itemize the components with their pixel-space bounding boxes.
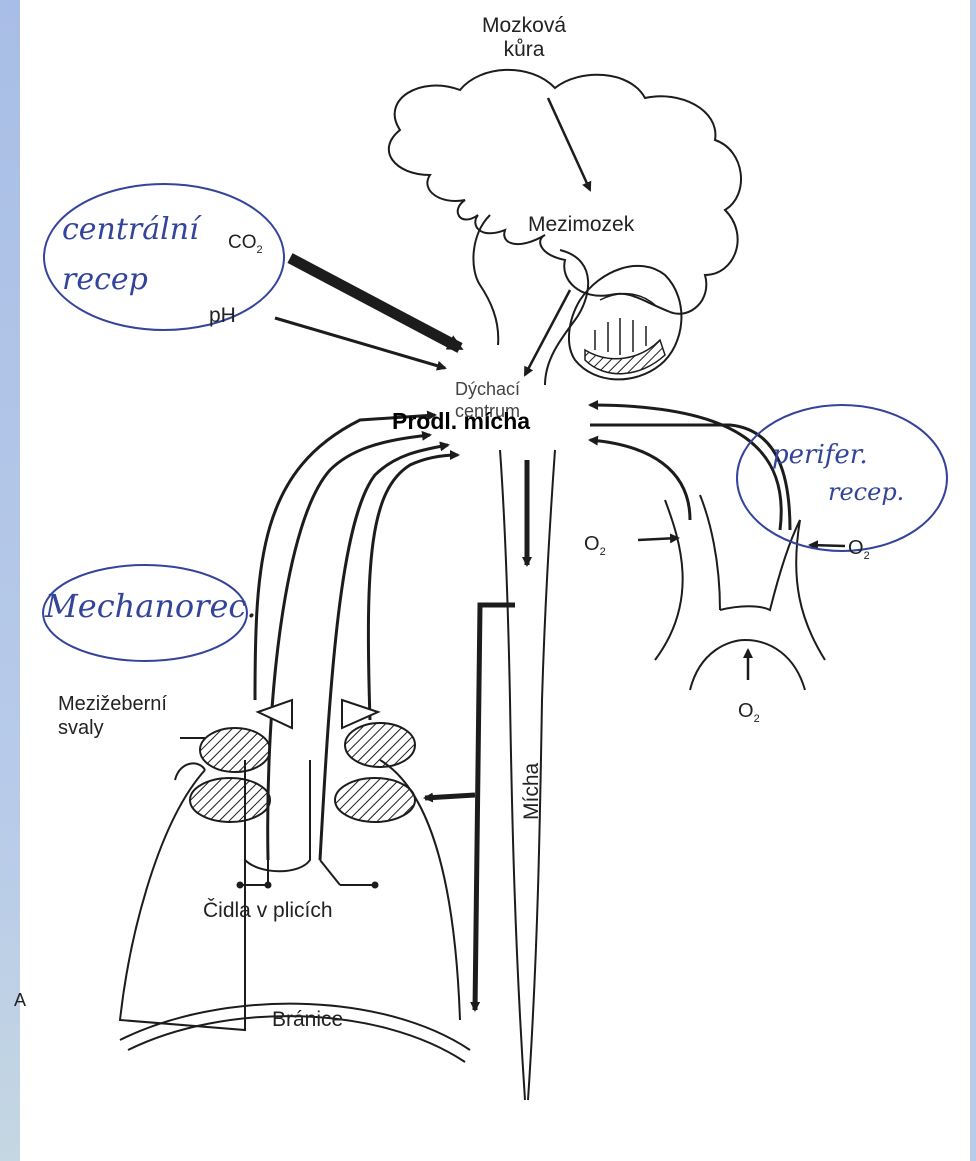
intercostal-muscle-right [345, 723, 415, 767]
intercostal-label-line2: svaly [58, 716, 167, 740]
figure-letter: A [14, 990, 26, 1011]
mechanoreceptor-annotation-text: Mechanorec [45, 587, 246, 625]
co2-label: CO2 [228, 232, 263, 256]
o2-right-text: O [848, 537, 864, 559]
o2-right-subscript: 2 [864, 550, 870, 562]
o2-right-label: O2 [848, 537, 870, 562]
o2-bottom-subscript: 2 [754, 713, 760, 725]
o2-left-text: O [584, 533, 600, 555]
intercostal-muscle-left [200, 728, 270, 772]
o2-bottom-label: O2 [738, 700, 760, 725]
intercostal-label: Mezižeberní svaly [58, 692, 167, 740]
brain-outline [389, 70, 741, 314]
medulla-overlay-label: Prodl. mícha [392, 408, 530, 435]
peripheral-receptor-annotation: perifer. [772, 440, 868, 470]
ph-label: pH [209, 304, 236, 328]
o2-left-subscript: 2 [600, 546, 606, 558]
respiratory-center-line1: Dýchací [455, 378, 520, 400]
co2-text: CO [228, 232, 257, 253]
mechanoreceptor-annotation: Mechanorec. [45, 587, 257, 625]
mechanoreceptor-annotation-dot: . [246, 587, 256, 625]
intercostal-label-line1: Mezižeberní [58, 692, 167, 716]
o2-left-label: O2 [584, 533, 606, 558]
lung-sensors-label: Čidla v plicích [203, 899, 333, 923]
cortex-label: Mozková kůra [482, 14, 566, 62]
co2-subscript: 2 [257, 244, 263, 256]
diaphragm-label: Bránice [272, 1008, 343, 1032]
central-receptor-annotation-line2: recep [62, 262, 148, 297]
peripheral-receptor-annotation-line2: recep. [828, 478, 904, 506]
central-receptor-annotation: centrální [62, 212, 199, 247]
diencephalon-label: Mezimozek [528, 213, 634, 237]
o2-bottom-text: O [738, 700, 754, 722]
central-receptor-circle [44, 184, 284, 330]
cortex-label-line1: Mozková [482, 14, 566, 38]
spinal-cord-label: Mícha [520, 763, 544, 820]
cortex-label-line2: kůra [482, 38, 566, 62]
